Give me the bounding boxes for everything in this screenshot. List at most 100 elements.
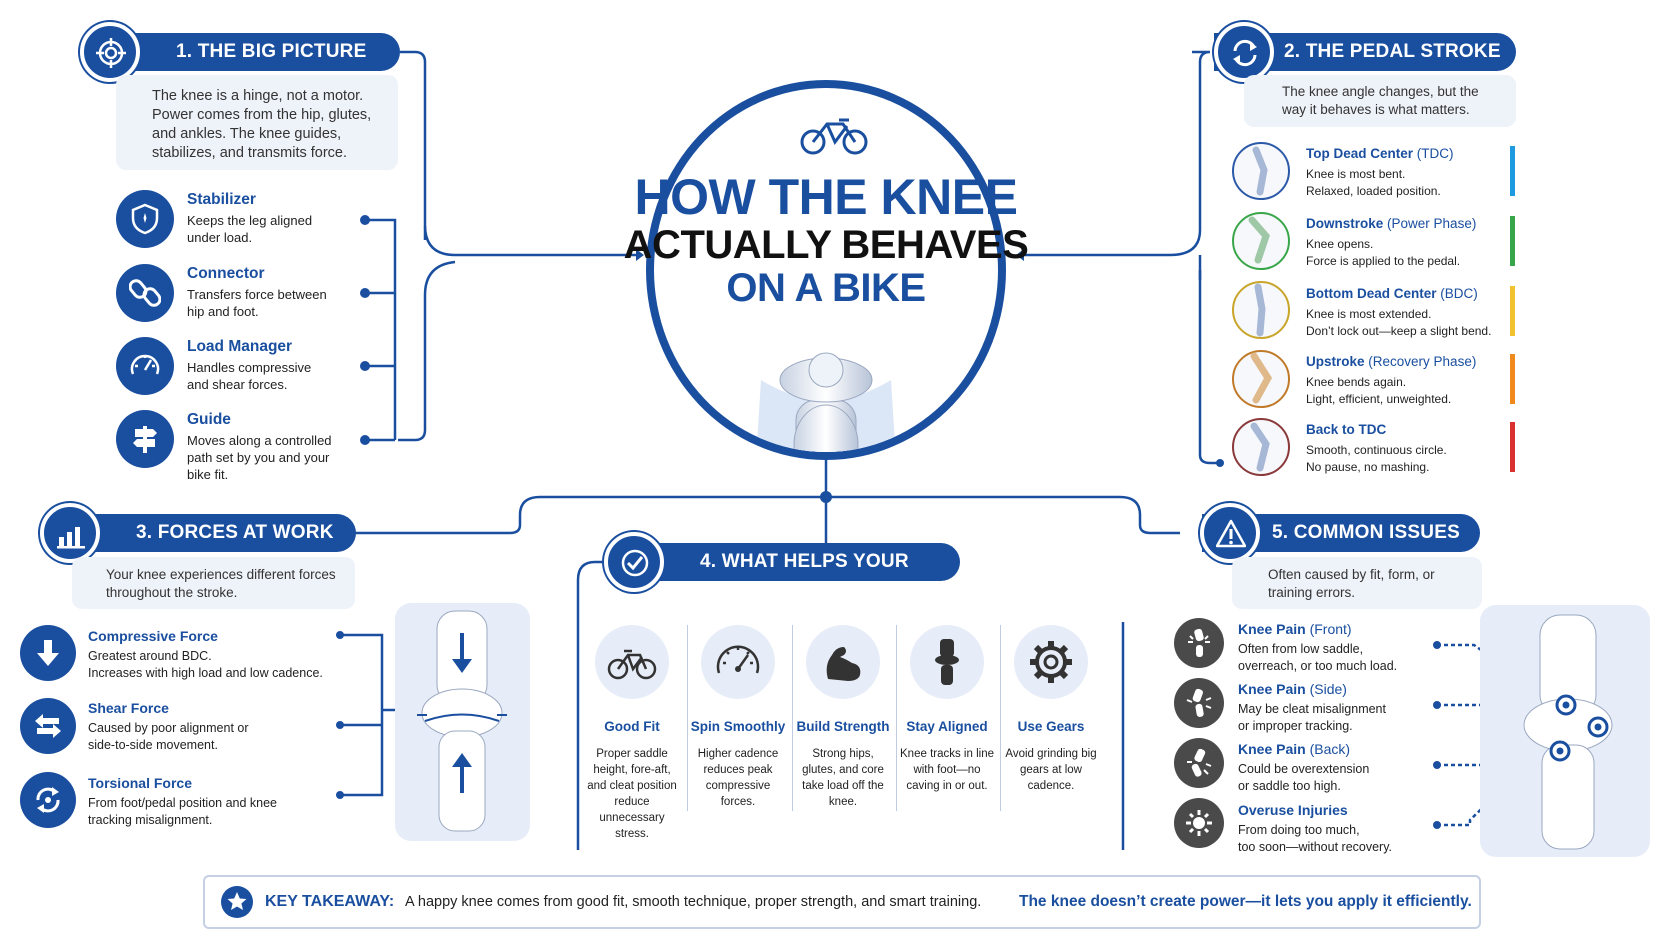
leg-icon <box>1250 352 1273 404</box>
knee-pain-back-icon <box>1187 748 1212 777</box>
takeaway-text: A happy knee comes from good fit, smooth… <box>405 894 982 910</box>
overuse-line2: too soon—without recovery. <box>1238 840 1393 854</box>
overuse-injury-icon <box>1186 810 1212 836</box>
bdc-line2: Don’t lock out—keep a slight bend. <box>1306 324 1492 338</box>
torsional-title: Torsional Force <box>88 775 192 791</box>
downstroke-line2: Force is applied to the pedal. <box>1306 254 1461 268</box>
knee-pain-front-sub: (Front) <box>1309 621 1352 637</box>
knee-pain-back-line1: Could be overextension <box>1238 762 1370 776</box>
help-spin-smoothly: Spin Smoothly Higher cadence reduces pea… <box>689 625 787 810</box>
issues-intro: Often caused by fit, form, or training e… <box>1232 557 1482 609</box>
tdc-leg-image <box>1232 142 1290 200</box>
knee-pain-front-title: Knee Pain (Front) <box>1238 621 1352 637</box>
load-manager-icon-circle <box>116 337 174 395</box>
knee-pain-front-icon <box>1188 628 1210 657</box>
knee-pain-side-title-text: Knee Pain <box>1238 681 1306 697</box>
takeaway-emphasis: The knee doesn’t create power—it lets yo… <box>1019 893 1472 910</box>
shear-line2: side-to-side movement. <box>88 738 218 752</box>
section-icon-forces <box>40 503 100 563</box>
help-spin-desc: Higher cadence reduces peak compressive … <box>697 748 779 808</box>
knee-force-illustration <box>417 610 507 832</box>
arrow-down-icon <box>37 640 59 666</box>
tdc-abbr: (TDC) <box>1416 146 1454 161</box>
upstroke-title: Upstroke (Recovery Phase) <box>1306 354 1476 369</box>
star-icon <box>227 892 247 910</box>
overuse-title: Overuse Injuries <box>1238 802 1348 818</box>
help-spin-title: Spin Smoothly <box>690 719 786 734</box>
help-gears-desc: Avoid grinding big gears at low cadence. <box>1005 748 1097 792</box>
upstroke-color-bar <box>1510 354 1515 404</box>
back-to-tdc-line2: No pause, no mashing. <box>1306 460 1430 474</box>
help-divider <box>896 625 897 811</box>
tdc-title: Top Dead Center (TDC) <box>1306 146 1454 161</box>
bdc-color-bar <box>1510 286 1515 336</box>
compressive-line2: Increases with high load and low cadence… <box>88 666 323 680</box>
section-icon-issues <box>1200 503 1260 563</box>
help-aligned-title: Stay Aligned <box>906 719 988 734</box>
help-build-strength: Build Strength Strong hips, glutes, and … <box>794 625 892 810</box>
shield-icon <box>131 203 159 235</box>
tdc-line1: Knee is most bent. <box>1306 167 1406 181</box>
help-divider <box>1000 625 1001 811</box>
leg-icon <box>1248 216 1270 264</box>
cycle-arrows-icon <box>1233 39 1257 67</box>
knee-pain-front-icon-circle <box>1174 618 1224 668</box>
rotate-icon <box>36 787 60 813</box>
help-strength-title: Build Strength <box>796 719 890 734</box>
knee-pain-front-line2: overreach, or too much load. <box>1238 659 1398 673</box>
guide-desc: Moves along a controlled path set by you… <box>187 433 332 482</box>
section-header-helps: 4. WHAT HELPS YOUR KNEE <box>630 543 960 610</box>
compressive-icon-circle <box>20 625 76 681</box>
section-header-forces: 3. FORCES AT WORK <box>66 514 356 552</box>
knee-joint-icon <box>935 639 959 685</box>
stabilizer-icon-circle <box>116 190 174 248</box>
knee-pain-side-line2: or improper tracking. <box>1238 719 1353 733</box>
back-to-tdc-color-bar <box>1510 422 1515 472</box>
big-picture-intro: The knee is a hinge, not a motor. Power … <box>116 75 398 170</box>
downstroke-leg-image <box>1232 212 1290 270</box>
bdc-leg-image <box>1232 281 1290 339</box>
load-manager-desc: Handles compressive and shear forces. <box>187 360 312 392</box>
bdc-title: Bottom Dead Center (BDC) <box>1306 286 1478 301</box>
knee-pain-side-title: Knee Pain (Side) <box>1238 681 1347 697</box>
stabilizer-title: Stabilizer <box>187 191 256 208</box>
tdc-color-bar <box>1510 146 1515 196</box>
help-spin-circle <box>701 625 775 699</box>
torsional-line1: From foot/pedal position and knee <box>88 796 278 810</box>
section-header-big-picture: 1. THE BIG PICTURE <box>106 33 400 71</box>
gauge-icon <box>130 354 160 375</box>
help-divider <box>792 625 793 811</box>
chain-link-icon <box>129 279 161 307</box>
overuse-icon-circle <box>1174 798 1224 848</box>
downstroke-abbr: (Power Phase) <box>1387 216 1477 231</box>
knee-pain-back-sub: (Back) <box>1309 741 1351 757</box>
help-good-fit-circle <box>595 625 669 699</box>
knee-pain-back-icon-circle <box>1174 738 1224 788</box>
downstroke-title-text: Downstroke <box>1306 216 1384 231</box>
warning-icon <box>1216 519 1246 548</box>
help-use-gears: Use Gears Avoid grinding big gears at lo… <box>1002 625 1100 794</box>
help-aligned-desc: Knee tracks in line with foot—no caving … <box>900 748 994 792</box>
upstroke-abbr: (Recovery Phase) <box>1368 354 1477 369</box>
knee-pain-side-sub: (Side) <box>1309 681 1347 697</box>
load-manager-title: Load Manager <box>187 338 293 355</box>
upstroke-title-text: Upstroke <box>1306 354 1365 369</box>
shear-title: Shear Force <box>88 700 169 716</box>
help-strength-circle <box>806 625 880 699</box>
leg-icon <box>1252 146 1268 196</box>
help-stay-aligned: Stay Aligned Knee tracks in line with fo… <box>898 625 996 794</box>
downstroke-color-bar <box>1510 216 1515 266</box>
flexed-arm-icon <box>826 647 861 681</box>
knee-pain-front-line1: Often from low saddle, <box>1238 642 1364 656</box>
check-circle-icon <box>621 549 649 577</box>
leg-icon <box>1254 283 1266 337</box>
tdc-line2: Relaxed, loaded position. <box>1306 184 1441 198</box>
bicycle-icon <box>607 649 657 680</box>
back-to-tdc-line1: Smooth, continuous circle. <box>1306 443 1447 457</box>
help-divider <box>687 625 688 811</box>
gear-icon <box>1030 641 1072 683</box>
knee-pain-back-title-text: Knee Pain <box>1238 741 1306 757</box>
bdc-abbr: (BDC) <box>1440 286 1478 301</box>
shear-line1: Caused by poor alignment or <box>88 721 249 735</box>
forces-knee-panel <box>395 603 530 841</box>
